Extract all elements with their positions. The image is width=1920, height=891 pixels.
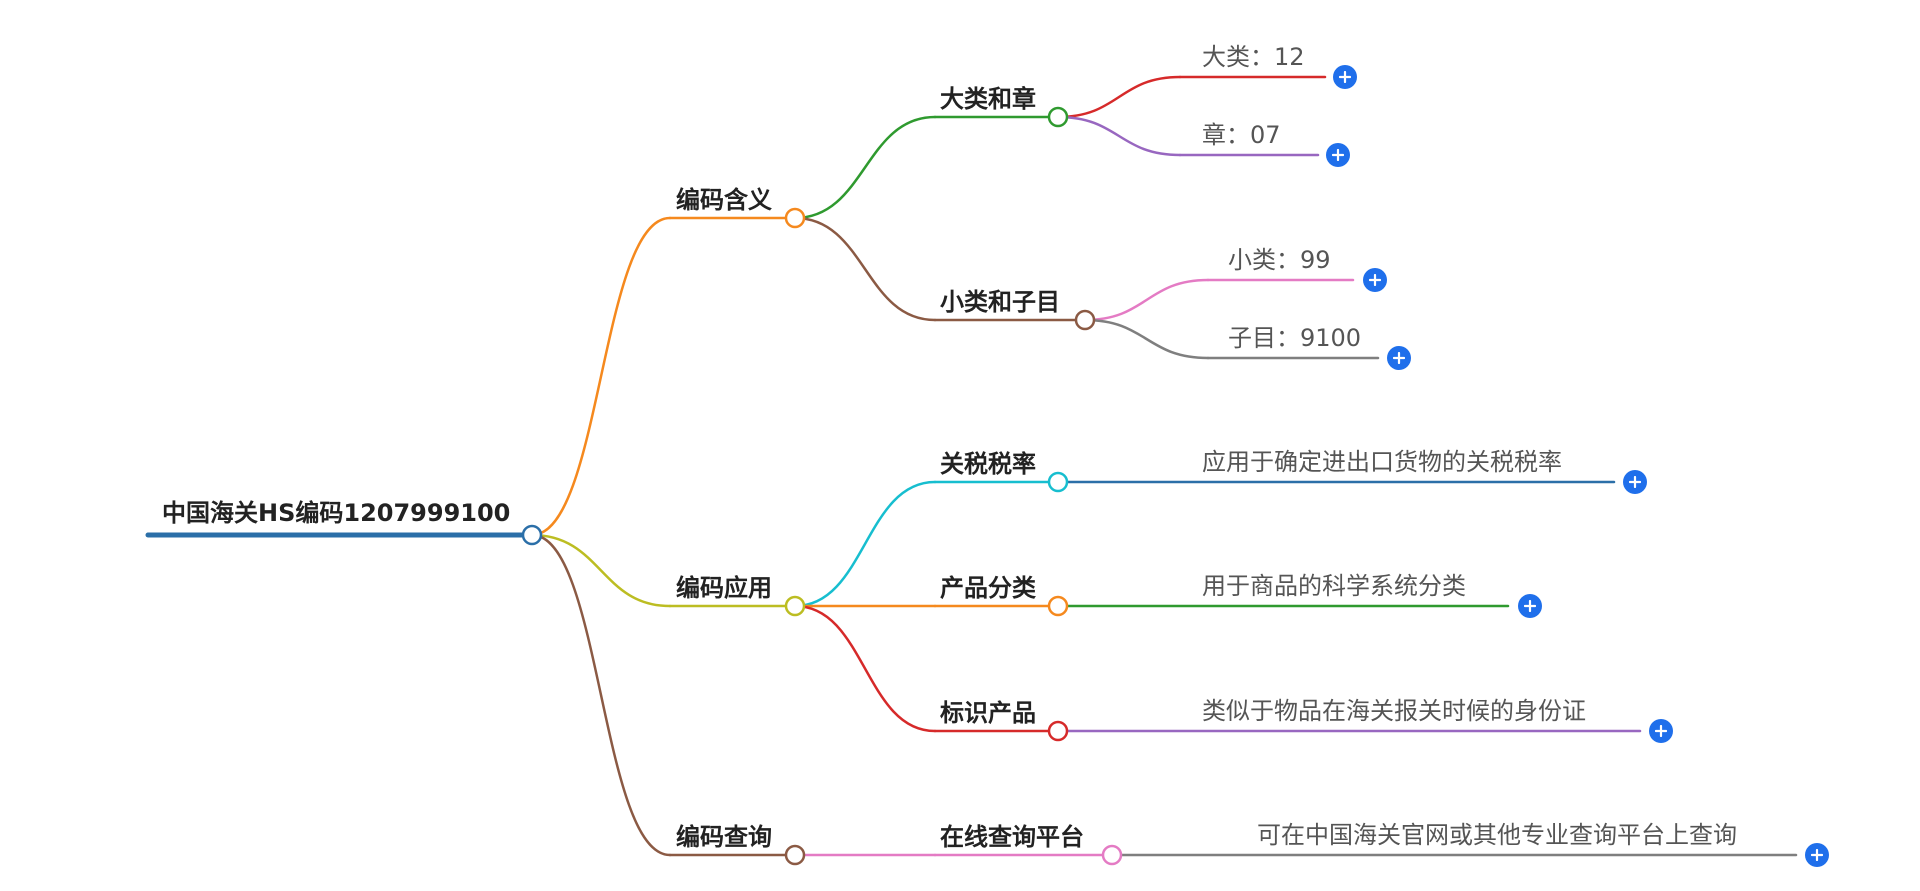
leaf-link-subclass-subheading-0 <box>1083 278 1210 322</box>
plus-circle-icon <box>1524 600 1536 612</box>
leaf-label-class-chapter-1: 章：07 <box>1202 121 1281 149</box>
plus-circle-icon <box>1332 149 1344 161</box>
expand-button-identification-0[interactable] <box>1649 719 1673 743</box>
leaf-label-subclass-subheading-0: 小类：99 <box>1228 246 1331 274</box>
node-toggle-tariff[interactable] <box>1047 471 1069 493</box>
leaf-link-class-chapter-1 <box>1056 115 1182 157</box>
leaf-link-class-chapter-0 <box>1056 75 1182 119</box>
node-label-online-platform: 在线查询平台 <box>940 823 1084 851</box>
node-toggle-online-platform[interactable] <box>1101 844 1123 866</box>
link-application-identification <box>793 604 937 733</box>
node-toggle-identification[interactable] <box>1047 720 1069 742</box>
node-toggle-query[interactable] <box>784 844 806 866</box>
leaf-label-class-chapter-0: 大类：12 <box>1202 43 1305 71</box>
link-root-application <box>530 533 672 608</box>
link-root-query <box>530 533 672 857</box>
node-toggle-root[interactable] <box>521 524 543 546</box>
leaf-label-identification-0: 类似于物品在海关报关时候的身份证 <box>1202 697 1586 725</box>
plus-circle-icon <box>1369 274 1381 286</box>
node-toggle-classification[interactable] <box>1047 595 1069 617</box>
plus-circle-icon <box>1393 352 1405 364</box>
node-label-classification: 产品分类 <box>940 574 1036 602</box>
plus-circle-icon <box>1629 476 1641 488</box>
leaf-label-tariff-0: 应用于确定进出口货物的关税税率 <box>1202 448 1562 476</box>
plus-circle-icon <box>1655 725 1667 737</box>
leaf-link-subclass-subheading-1 <box>1083 318 1210 360</box>
expand-button-classification-0[interactable] <box>1518 594 1542 618</box>
plus-circle-icon <box>1811 849 1823 861</box>
leaf-label-subclass-subheading-1: 子目：9100 <box>1228 324 1362 352</box>
expand-button-subclass-subheading-1[interactable] <box>1387 346 1411 370</box>
branch-label-meaning: 编码含义 <box>676 186 772 214</box>
expand-button-class-chapter-0[interactable] <box>1333 65 1357 89</box>
node-toggle-application[interactable] <box>784 595 806 617</box>
expand-button-subclass-subheading-0[interactable] <box>1363 268 1387 292</box>
link-application-tariff <box>793 480 937 608</box>
expand-button-class-chapter-1[interactable] <box>1326 143 1350 167</box>
branch-label-query: 编码查询 <box>676 823 772 851</box>
leaf-label-online-platform-0: 可在中国海关官网或其他专业查询平台上查询 <box>1257 821 1737 849</box>
node-toggle-meaning[interactable] <box>784 207 806 229</box>
node-label-subclass-subheading: 小类和子目 <box>940 288 1060 316</box>
expand-button-tariff-0[interactable] <box>1623 470 1647 494</box>
plus-circle-icon <box>1339 71 1351 83</box>
expand-button-online-platform-0[interactable] <box>1805 843 1829 867</box>
link-meaning-subclass-subheading <box>793 216 937 322</box>
root-label: 中国海关HS编码1207999100 <box>162 499 511 527</box>
leaf-label-classification-0: 用于商品的科学系统分类 <box>1202 572 1466 600</box>
node-toggle-subclass-subheading[interactable] <box>1074 309 1096 331</box>
node-label-class-chapter: 大类和章 <box>940 85 1036 113</box>
node-toggle-class-chapter[interactable] <box>1047 106 1069 128</box>
node-label-tariff: 关税税率 <box>940 450 1036 478</box>
link-root-meaning <box>530 216 672 537</box>
link-meaning-class-chapter <box>793 115 937 220</box>
node-label-identification: 标识产品 <box>940 699 1036 727</box>
branch-label-application: 编码应用 <box>676 574 772 602</box>
